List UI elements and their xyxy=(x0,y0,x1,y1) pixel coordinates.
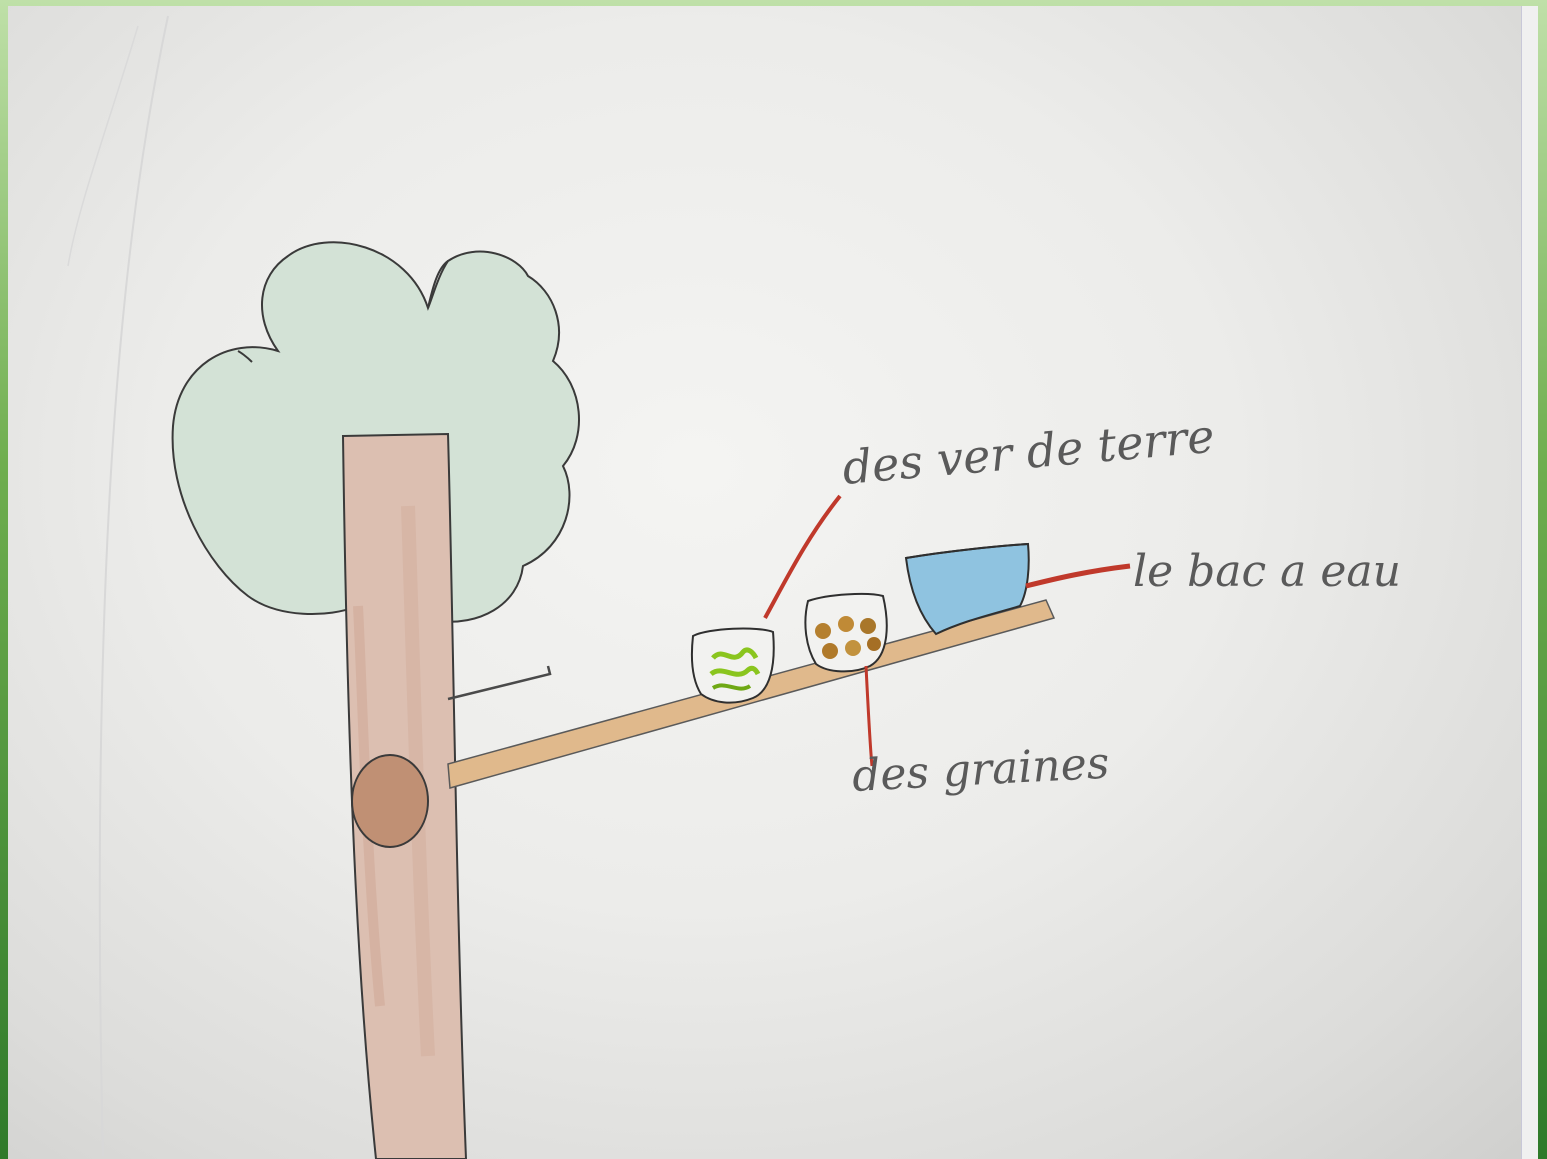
seed xyxy=(822,643,838,659)
trunk-knot xyxy=(352,755,428,847)
seed xyxy=(860,618,876,634)
label-seeds: des graines xyxy=(851,738,1111,802)
pencil-guide-line xyxy=(68,26,138,266)
worm-cup xyxy=(692,629,774,703)
perch-stick xyxy=(448,666,550,699)
paper-sheet: des ver de terre le bac a eau des graine… xyxy=(8,6,1538,1159)
label-water-bowl: le bac a eau xyxy=(1133,546,1401,597)
child-drawing: des ver de terre le bac a eau des graine… xyxy=(8,6,1538,1159)
seed xyxy=(838,616,854,632)
seed-cup xyxy=(805,594,886,671)
seed xyxy=(845,640,861,656)
seed xyxy=(867,637,881,651)
label-worms: des ver de terre xyxy=(840,409,1216,495)
pencil-guide-line xyxy=(100,16,168,1156)
seed xyxy=(815,623,831,639)
pointer-line-water xyxy=(1026,566,1130,586)
